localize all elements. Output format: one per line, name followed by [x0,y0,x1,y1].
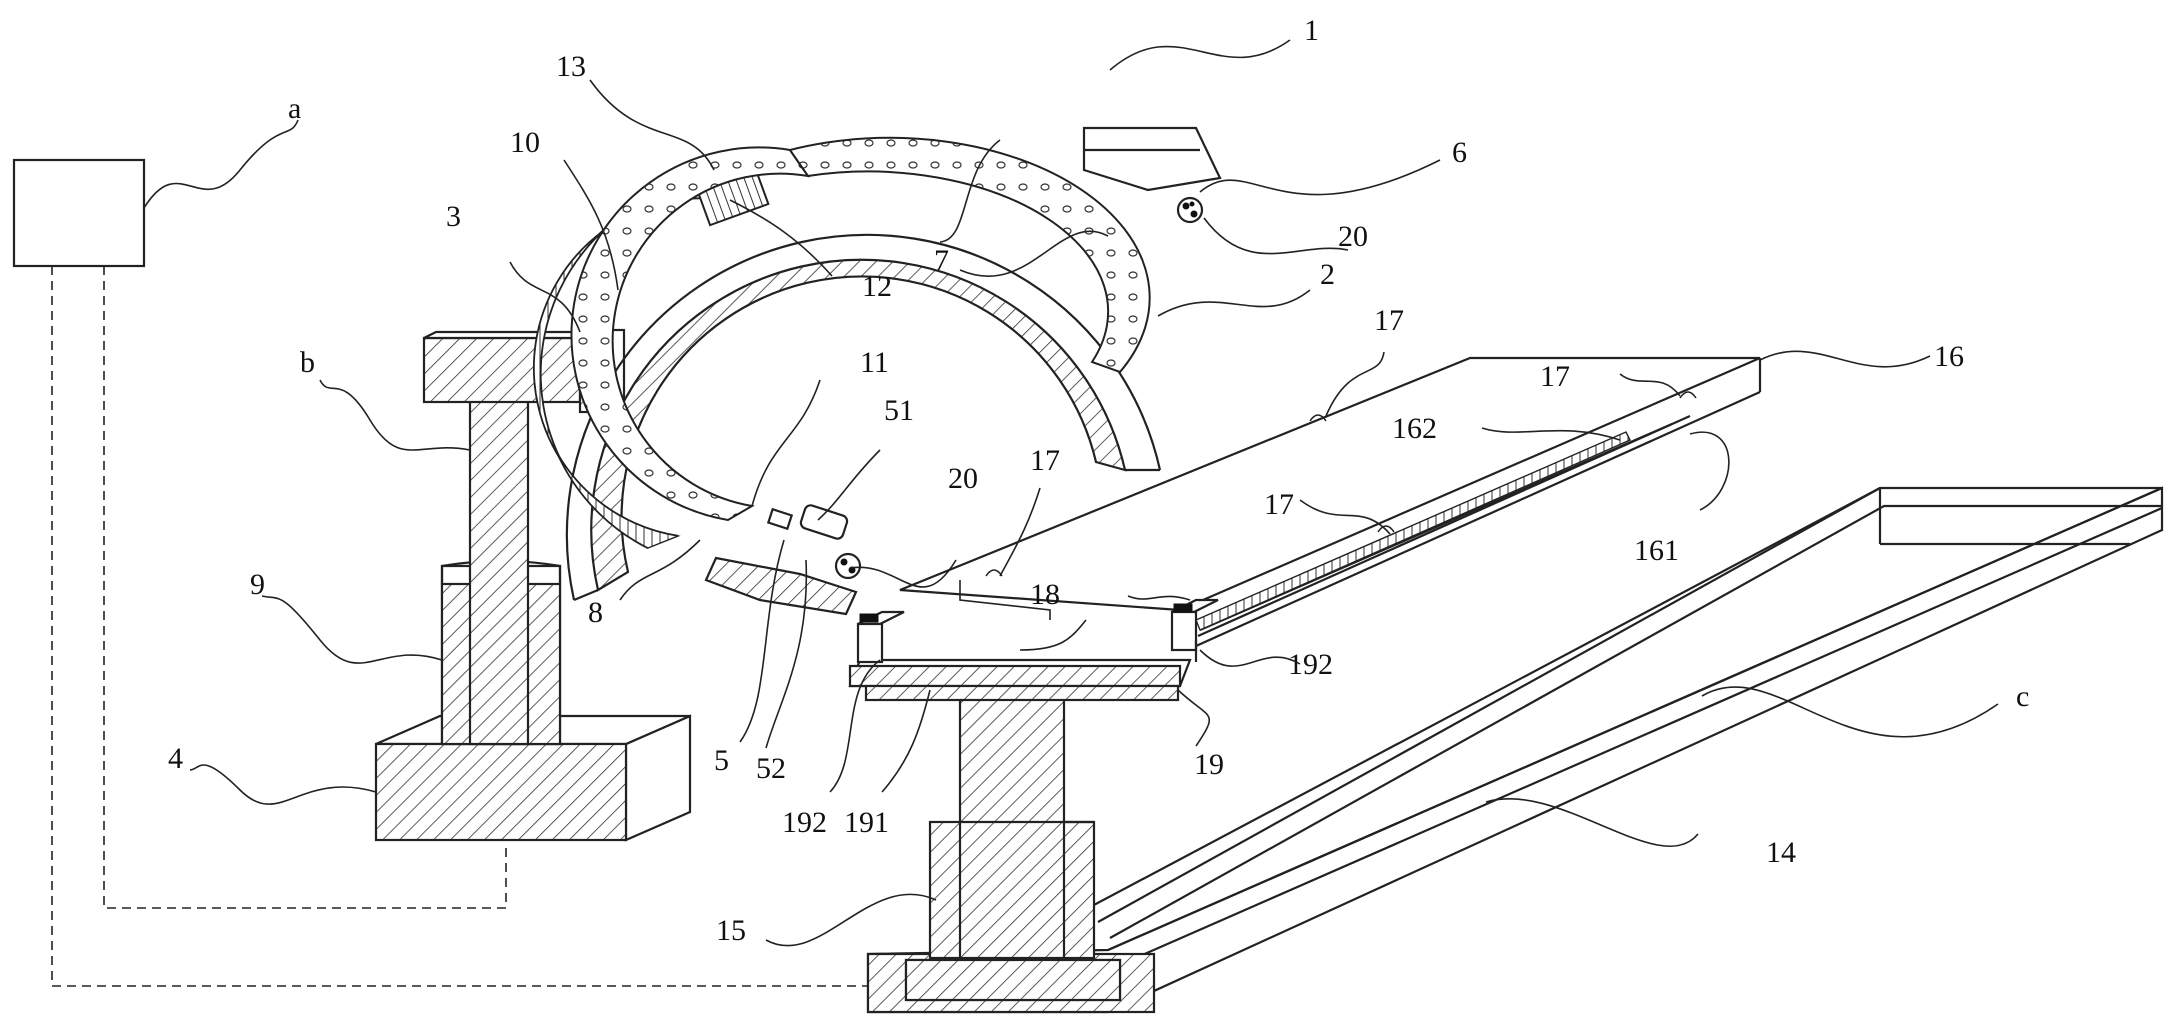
label-13: 13 [556,50,586,83]
base-15 [868,954,1154,1012]
label-8: 8 [588,596,603,629]
label-20-bottom: 20 [948,462,978,495]
roller-20-top [1178,198,1202,222]
label-b: b [300,346,315,379]
label-17b: 17 [1540,360,1570,393]
label-192-left: 192 [782,806,827,839]
label-1: 1 [1304,14,1319,47]
label-16: 16 [1934,340,1964,373]
label-52: 52 [756,752,786,785]
label-5: 5 [714,744,729,777]
label-17d: 17 [1030,444,1060,477]
label-191: 191 [844,806,889,839]
label-2: 2 [1320,258,1335,291]
label-18: 18 [1030,578,1060,611]
top-arm [424,332,592,402]
label-7: 7 [934,244,949,277]
label-15: 15 [716,914,746,947]
label-10: 10 [510,126,540,159]
label-3: 3 [446,200,461,233]
label-51: 51 [884,394,914,427]
inner-ring-11 [571,138,1149,520]
roller-20-bottom [836,554,860,578]
label-161: 161 [1634,534,1679,567]
label-6: 6 [1452,136,1467,169]
label-c: c [2016,680,2029,713]
label-162: 162 [1392,412,1437,445]
label-192-right: 192 [1288,648,1333,681]
label-20-top: 20 [1338,220,1368,253]
label-11: 11 [860,346,889,379]
support-column-b [470,370,528,744]
label-9: 9 [250,568,265,601]
label-12: 12 [862,270,892,303]
label-17a: 17 [1374,304,1404,337]
label-14: 14 [1766,836,1796,869]
bracket-6 [1084,128,1220,190]
label-19: 19 [1194,748,1224,781]
rail-plate-16 [900,358,1760,646]
label-17c: 17 [1264,488,1294,521]
label-a: a [288,92,301,125]
column-15 [930,686,1094,958]
control-box-a [14,160,144,266]
label-4: 4 [168,742,183,775]
